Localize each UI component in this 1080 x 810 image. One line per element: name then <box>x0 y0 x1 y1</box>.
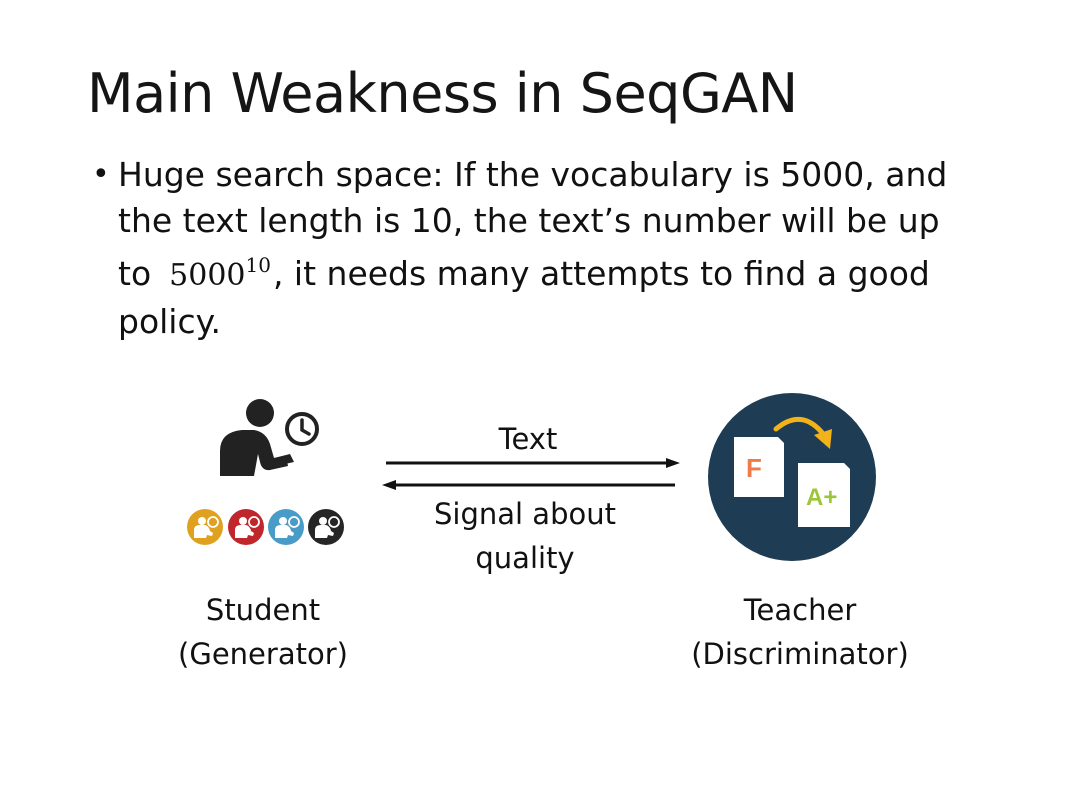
bullet-marker: • <box>92 157 110 192</box>
svg-text:F: F <box>746 453 762 483</box>
bullet-text-after: , it needs many attempts to find a good … <box>118 254 930 341</box>
exchange-arrows <box>382 458 680 490</box>
teacher-label-line2: (Discriminator) <box>691 637 909 671</box>
math-exponent: 10 <box>245 253 271 277</box>
svg-text:A+: A+ <box>806 484 837 511</box>
student-label: Student (Generator) <box>168 588 358 676</box>
slide-title: Main Weakness in SeqGAN <box>87 62 798 125</box>
graded-paper-icon: F A+ <box>708 393 876 561</box>
curved-arrow-icon <box>773 417 832 449</box>
teacher-label: Teacher (Discriminator) <box>680 588 920 676</box>
clock-icon <box>285 412 319 446</box>
arrow-right-icon <box>386 458 680 468</box>
bullet-text: Huge search space: If the vocabulary is … <box>118 152 978 344</box>
paper-f: F <box>734 437 784 497</box>
bullet-text-before: Huge search space: If the vocabulary is … <box>118 155 948 293</box>
mini-student-icons <box>187 509 344 545</box>
backward-label-line2: quality <box>475 541 575 575</box>
backward-label-line1: Signal about <box>434 497 616 531</box>
arrow-left-icon <box>382 480 675 490</box>
student-label-line1: Student <box>205 593 321 627</box>
math-base: 5000 <box>169 258 246 293</box>
forward-label: Text <box>498 422 558 456</box>
paper-a-plus: A+ <box>798 463 850 527</box>
student-label-line2: (Generator) <box>178 637 348 671</box>
math-expression: 500010 <box>169 253 271 293</box>
backward-label: Signal about quality <box>420 492 630 580</box>
student-at-desk-icon <box>220 399 319 476</box>
teacher-label-line1: Teacher <box>743 593 857 627</box>
